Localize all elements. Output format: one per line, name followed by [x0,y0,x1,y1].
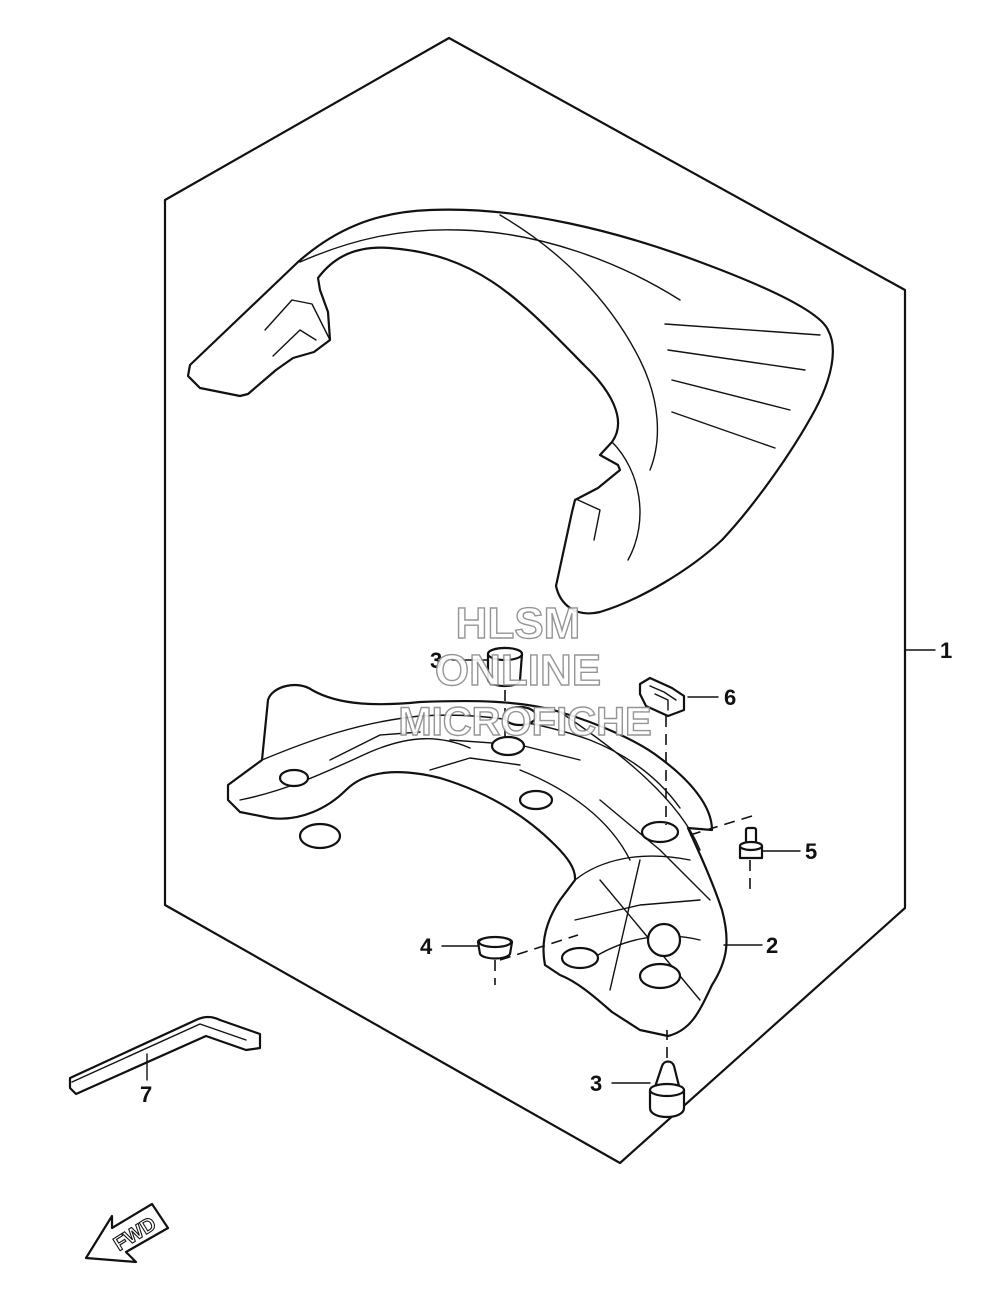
rubber-cushion-bottom[interactable] [648,1060,686,1119]
watermark: HLSM ONLINE MICROFICHE [398,598,653,744]
watermark-line-3: MICROFICHE [398,700,651,744]
callout-6: 6 [724,685,736,710]
leader-lines [146,649,936,1084]
callout-5: 5 [805,839,817,864]
nut-clip[interactable] [638,676,686,718]
bolt[interactable] [738,826,764,860]
seat-cowl[interactable] [186,208,834,615]
watermark-line-2: ONLINE [435,646,601,695]
rubber-cushion-top[interactable] [486,646,524,688]
seat-base-plate[interactable] [226,683,728,1038]
callout-7: 7 [140,1082,152,1107]
kit-boundary-outline [163,36,907,1165]
callout-1: 1 [940,638,952,663]
callout-2: 2 [766,933,778,958]
forward-direction-arrow: FWD [84,1202,170,1264]
watermark-line-1: HLSM [456,599,581,648]
grommet[interactable] [476,935,514,960]
hex-wrench[interactable] [68,1015,262,1096]
callout-3-bottom: 3 [590,1071,602,1096]
callout-3-top: 3 [430,648,442,673]
callout-4: 4 [420,934,433,959]
assembly-guide-lines [494,690,753,1058]
